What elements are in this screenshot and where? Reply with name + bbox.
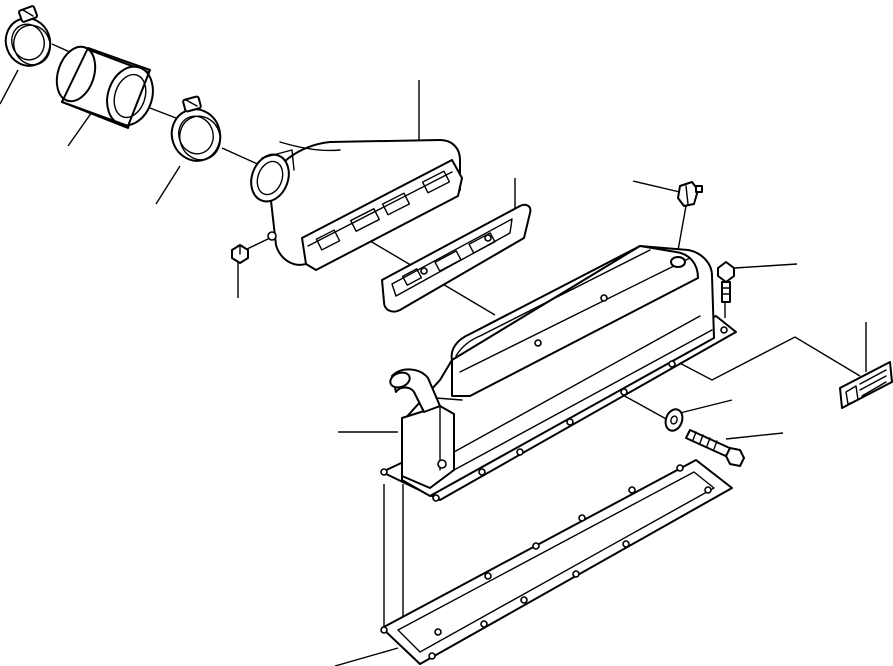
connector-sleeve [55,45,154,129]
axis-sleeve-clamp [149,107,177,119]
breather-fitting [677,181,703,207]
leader-cover-gasket [334,647,399,666]
axis-clamp-elbow [221,147,263,167]
leader-lines [0,43,867,666]
cover-gasket [380,459,733,665]
leader-clamp-upper [0,69,19,105]
washer [664,408,684,432]
elbow-bolt [231,244,249,264]
leader-washer [679,399,733,414]
leader-connector-sleeve [67,111,93,147]
clamp-upper [4,5,52,67]
leader-breather-fitting [632,180,685,194]
caution-plate [839,361,893,409]
stud-bolt [685,429,745,467]
cover-bolt [717,261,735,303]
axis-breather [676,205,687,257]
intake-elbow [250,139,463,271]
rocker-cover [380,245,737,502]
axis-bolt-elbow [244,237,271,251]
clamp-lower [170,95,222,162]
leader-stud-bolt [725,432,784,440]
leader-cover-bolt [734,263,798,269]
leader-clamp-lower [155,165,181,205]
elbow-gasket [381,203,532,313]
